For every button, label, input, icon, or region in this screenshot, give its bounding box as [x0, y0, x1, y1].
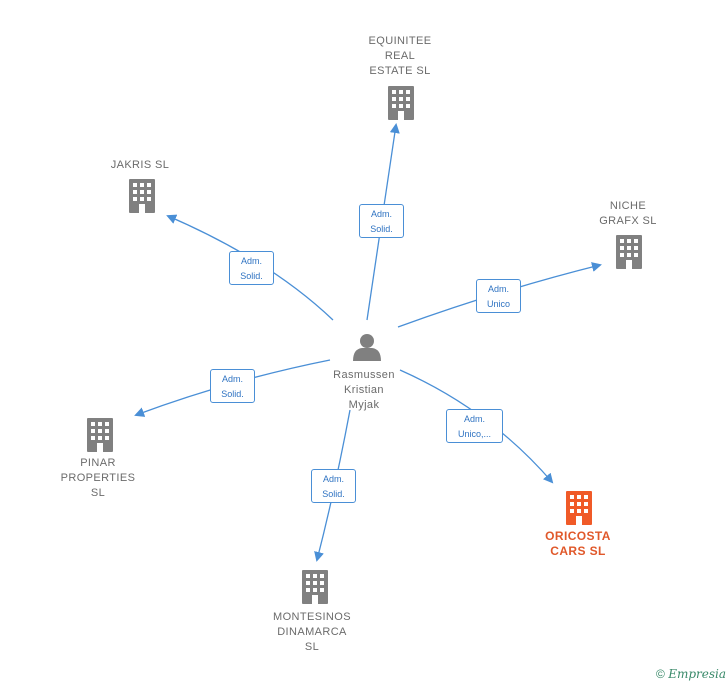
brand-name[interactable]: Empresia — [668, 667, 726, 681]
role-label-oricosta: Adm. Unico,... — [446, 409, 503, 443]
company-label-jakris[interactable]: JAKRIS SL — [110, 159, 170, 171]
building-icon[interactable] — [388, 86, 414, 120]
copyright-icon: © — [656, 667, 665, 681]
role-label-jakris: Adm. Solid. — [229, 251, 274, 285]
building-icon[interactable] — [302, 570, 328, 604]
role-label-equinitee: Adm. Solid. — [359, 204, 404, 238]
role-label-montesinos: Adm. Solid. — [311, 469, 356, 503]
company-label-pinar[interactable]: PINAR PROPERTIES SL — [60, 457, 136, 499]
building-icon[interactable] — [616, 235, 642, 269]
building-icon[interactable] — [566, 491, 592, 525]
company-label-niche[interactable]: NICHE GRAFX SL — [599, 200, 657, 227]
company-label-montesinos[interactable]: MONTESINOS DINAMARCA SL — [273, 611, 351, 653]
role-label-niche: Adm. Unico — [476, 279, 521, 313]
company-label-oricosta[interactable]: ORICOSTA CARS SL — [545, 529, 611, 558]
building-icon[interactable] — [87, 418, 113, 452]
person-name[interactable]: Rasmussen Kristian Myjak — [333, 369, 395, 411]
footer-brand: © Empresia — [656, 667, 726, 681]
person-icon[interactable] — [353, 334, 381, 361]
company-label-equinitee[interactable]: EQUINITEE REAL ESTATE SL — [368, 35, 432, 77]
building-icon[interactable] — [129, 179, 155, 213]
role-label-pinar: Adm. Solid. — [210, 369, 255, 403]
